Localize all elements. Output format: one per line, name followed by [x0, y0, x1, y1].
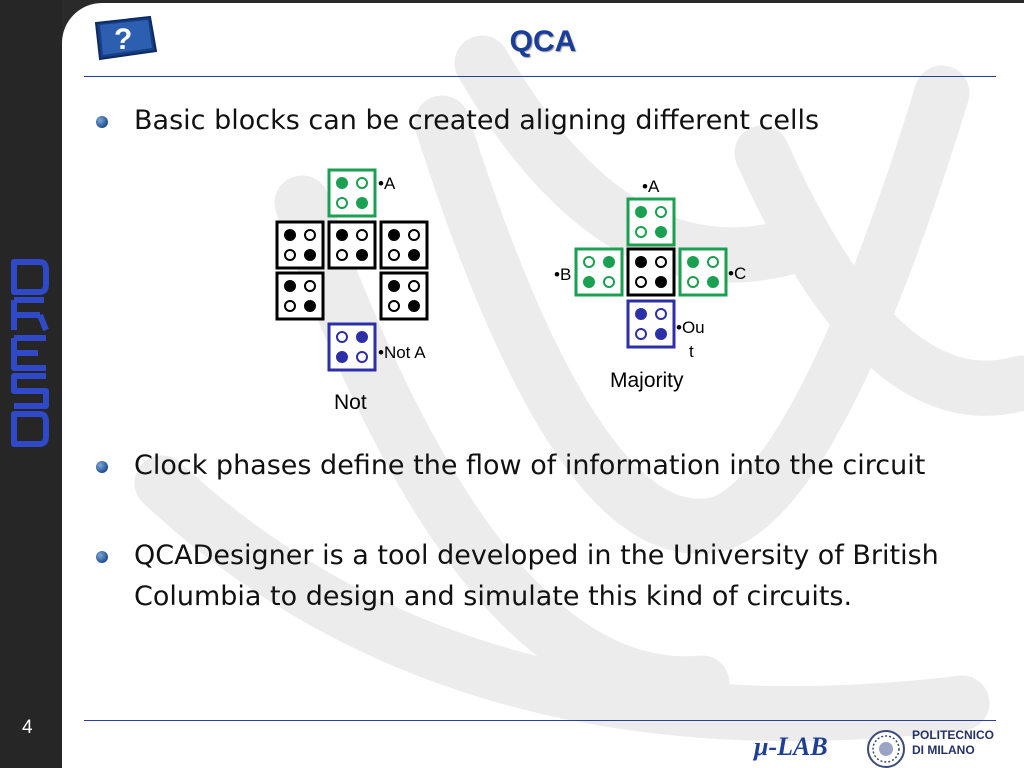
majority-input-a-cell: [626, 197, 676, 247]
university-line-2: DI MILANO: [912, 743, 975, 757]
not-output-cell: [327, 322, 377, 372]
qca-cell: [327, 220, 377, 270]
majority-caption: Majority: [610, 369, 684, 392]
not-output-label: •Not A: [378, 343, 426, 362]
qca-dot: [707, 256, 719, 268]
qca-dot: [336, 331, 348, 343]
footer-divider: [84, 720, 996, 721]
qca-dot: [655, 328, 667, 340]
majority-label-a: •A: [642, 177, 660, 196]
slide-title: QCA: [509, 25, 577, 58]
bullet-marker: [96, 116, 108, 128]
qca-dot: [304, 229, 316, 241]
qca-dot: [603, 276, 615, 288]
qca-cell: [275, 271, 325, 321]
polimi-seal-icon: [867, 730, 905, 768]
sidebar: 4: [0, 0, 62, 768]
bullet-item: QCADesigner is a tool developed in the U…: [96, 535, 974, 617]
qca-dot: [284, 249, 296, 261]
qca-dot: [336, 177, 348, 189]
qca-dot: [655, 308, 667, 320]
majority-input-c-cell: [678, 247, 728, 297]
qca-dot: [603, 256, 615, 268]
majority-label-c: •C: [728, 264, 746, 283]
qca-dot: [655, 276, 667, 288]
bullet-text: Basic blocks can be created aligning dif…: [134, 105, 820, 136]
qca-dot: [336, 229, 348, 241]
bullet-marker: [96, 461, 108, 473]
qca-dot: [304, 249, 316, 261]
not-input-cell: [327, 168, 377, 218]
qca-dot: [635, 308, 647, 320]
university-name: POLITECNICO DI MILANO: [912, 728, 994, 758]
qca-dot: [687, 256, 699, 268]
qca-dot: [635, 206, 647, 218]
page-number: 4: [22, 717, 33, 738]
qca-cell: [275, 220, 325, 270]
qca-cell: [379, 220, 429, 270]
not-caption: Not: [334, 391, 367, 414]
qca-dot: [284, 280, 296, 292]
bullet-item: Clock phases define the flow of informat…: [96, 445, 974, 486]
qca-dot: [408, 249, 420, 261]
majority-center-cell: [626, 247, 676, 297]
question-mark-icon: ?: [94, 15, 158, 61]
qca-dot: [356, 351, 368, 363]
bullet-item: Basic blocks can be created aligning dif…: [96, 100, 974, 141]
university-line-1: POLITECNICO: [912, 728, 995, 742]
qca-dot: [284, 229, 296, 241]
qca-dot: [284, 300, 296, 312]
qca-dot: [635, 226, 647, 238]
majority-label-b: •B: [554, 265, 571, 284]
majority-label-out-cont: t: [689, 342, 694, 361]
dresd-logo: [11, 259, 49, 447]
qca-dot: [356, 249, 368, 261]
svg-text:?: ?: [114, 23, 132, 56]
qca-dot: [304, 300, 316, 312]
qca-dot: [687, 276, 699, 288]
qca-dot: [635, 276, 647, 288]
qca-dot: [408, 300, 420, 312]
bullet-text: Clock phases define the flow of informat…: [134, 450, 926, 481]
qca-dot: [635, 328, 647, 340]
mu-lab-logo: μ-LAB: [752, 732, 828, 761]
qca-dot: [388, 229, 400, 241]
qca-dot: [356, 197, 368, 209]
qca-dot: [356, 177, 368, 189]
majority-output-cell: [626, 299, 676, 349]
qca-dot: [655, 256, 667, 268]
qca-cell: [379, 271, 429, 321]
qca-dot: [356, 229, 368, 241]
qca-dot: [388, 300, 400, 312]
bullet-marker: [96, 551, 108, 563]
qca-dot: [583, 256, 595, 268]
qca-dot: [388, 249, 400, 261]
majority-input-b-cell: [574, 247, 624, 297]
qca-dot: [388, 280, 400, 292]
qca-dot: [408, 280, 420, 292]
qca-dot: [655, 206, 667, 218]
qca-dot: [336, 249, 348, 261]
qca-dot: [336, 351, 348, 363]
qca-dot: [707, 276, 719, 288]
not-input-label: •A: [378, 174, 396, 193]
majority-label-out: •Ou: [676, 318, 705, 337]
qca-dot: [408, 229, 420, 241]
qca-dot: [635, 256, 647, 268]
mu-lab-text: μ-LAB: [752, 732, 828, 761]
slide-canvas: ? QCA Basic blocks can be created aligni…: [62, 3, 1024, 768]
qca-dot: [356, 331, 368, 343]
qca-dot: [304, 280, 316, 292]
qca-dot: [336, 197, 348, 209]
qca-dot: [583, 276, 595, 288]
bullet-text: QCADesigner is a tool developed in the U…: [134, 540, 939, 612]
qca-dot: [655, 226, 667, 238]
title-divider: [84, 76, 996, 77]
